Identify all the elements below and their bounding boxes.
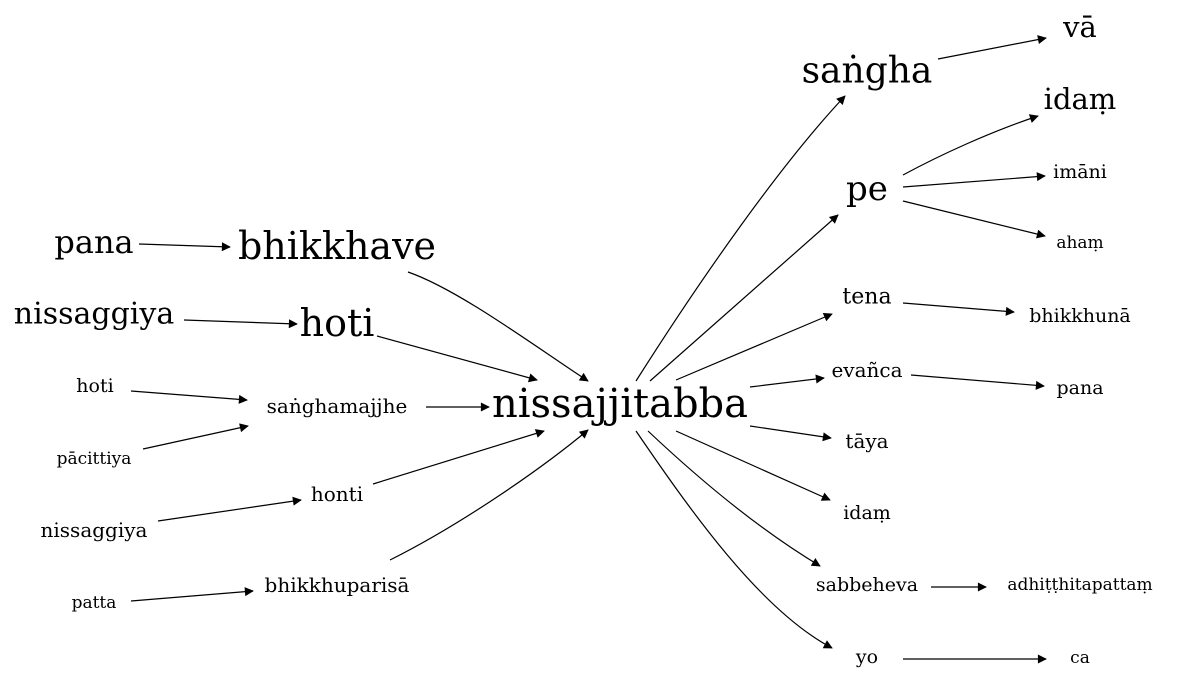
node-sanghamajjhe: saṅghamajjhe xyxy=(267,394,408,418)
edge-nissajjitabba-to-yo xyxy=(635,430,833,649)
node-bhikkhuna: bhikkhunā xyxy=(1029,305,1131,327)
node-imani: imāni xyxy=(1053,161,1107,183)
node-bhikkhuparisa: bhikkhuparisā xyxy=(265,573,410,597)
node-evanca: evañca xyxy=(831,358,902,382)
node-aham: ahaṃ xyxy=(1056,233,1103,253)
node-nissaggiya-2: nissaggiya xyxy=(41,518,148,542)
node-idam-1: idaṃ xyxy=(1044,82,1117,116)
node-pacittiya: pācittiya xyxy=(57,449,132,469)
node-idam-2: idaṃ xyxy=(843,502,891,524)
node-nissajjitabba: nissajjitabba xyxy=(492,381,748,427)
node-yo: yo xyxy=(855,646,878,668)
edge-nissajjitabba-to-pe xyxy=(649,214,839,382)
edge-nissajjitabba-to-evanca xyxy=(749,374,825,388)
node-taya: tāya xyxy=(845,429,888,453)
edge-bhikkhave-to-nissajjitabba xyxy=(407,271,589,382)
node-adhitthita: adhiṭṭhitapattaṃ xyxy=(1007,575,1152,595)
node-sangha: saṅgha xyxy=(802,51,933,92)
edge-evanca-to-pana_r xyxy=(910,374,1045,390)
node-hoti-small: hoti xyxy=(76,375,113,397)
node-ca: ca xyxy=(1070,648,1090,668)
node-tena: tena xyxy=(842,285,891,310)
node-pana-r: pana xyxy=(1056,377,1103,399)
edge-nissaggiya_2-to-honti xyxy=(157,496,302,522)
edge-pe-to-imani xyxy=(902,172,1046,188)
node-pana-l: pana xyxy=(54,223,133,261)
edge-hoti_small-to-sanghamajjhe xyxy=(130,390,248,404)
edge-pe-to-idam_1 xyxy=(902,114,1039,176)
node-nissaggiya-1: nissaggiya xyxy=(14,297,175,332)
edge-hoti_big-to-nissajjitabba xyxy=(376,335,538,383)
node-sabbeheva: sabbeheva xyxy=(816,574,918,596)
node-layer: nissajjitabba pana bhikkhave nissaggiya hoti… xyxy=(14,10,1153,668)
edge-nissajjitabba-to-tena xyxy=(675,313,833,381)
node-honti: honti xyxy=(311,482,363,506)
edge-tena-to-bhikkhuna xyxy=(902,302,1015,316)
edge-layer xyxy=(130,35,1047,664)
edge-sangha-to-va xyxy=(937,35,1047,60)
edge-nissajjitabba-to-idam_2 xyxy=(675,430,831,501)
edge-honti-to-nissajjitabba xyxy=(372,429,545,485)
node-patta: patta xyxy=(72,593,117,613)
edge-nissajjitabba-to-sangha xyxy=(635,95,846,382)
node-va: vā xyxy=(1062,10,1097,44)
node-hoti-big: hoti xyxy=(300,301,375,345)
node-bhikkhave: bhikkhave xyxy=(238,224,436,268)
edge-nissajjitabba-to-taya xyxy=(749,425,832,442)
node-pe: pe xyxy=(846,169,888,209)
edge-pe-to-aham xyxy=(902,200,1046,239)
edge-patta-to-bhikkhuparisa xyxy=(130,587,254,602)
edge-pana_l-to-bhikkhave xyxy=(138,242,231,252)
edge-bhikkhuparisa-to-nissajjitabba xyxy=(389,429,589,561)
edge-pacittiya-to-sanghamajjhe xyxy=(142,423,249,450)
edge-nissaggiya_1-to-hoti_big xyxy=(183,319,298,329)
edge-nissajjitabba-to-sabbeheva xyxy=(647,430,821,567)
